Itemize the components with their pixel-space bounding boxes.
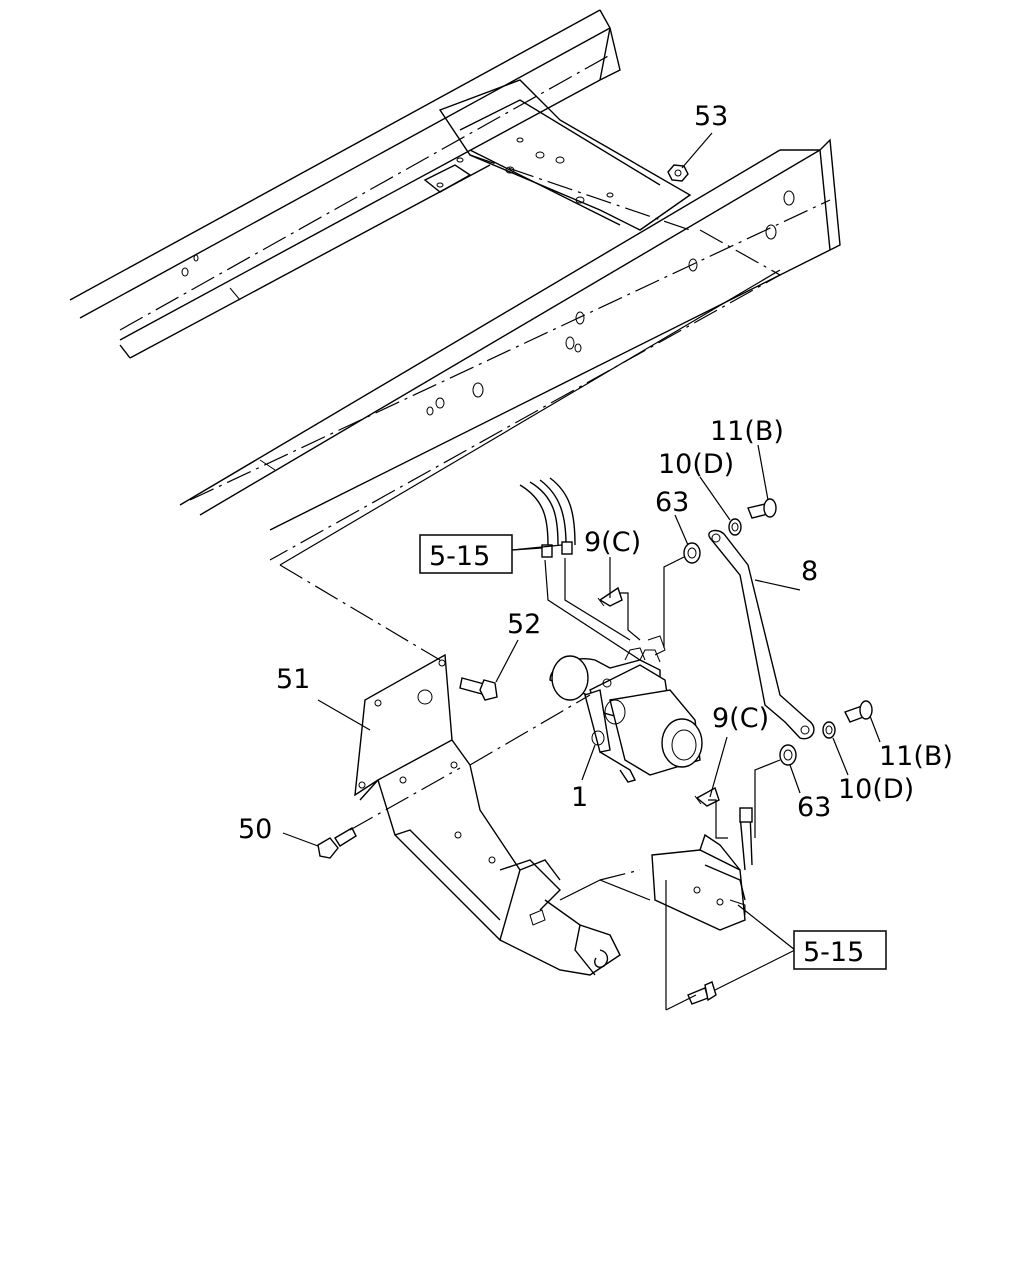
bolt-11b-bottom — [844, 700, 873, 723]
hoses-top — [519, 477, 576, 558]
nut-53 — [667, 164, 689, 182]
reference-label-bottom: 5-15 — [803, 937, 864, 968]
callout-50: 50 — [238, 814, 272, 845]
assembly-lines — [279, 269, 781, 1011]
callout-9c-top: 9(C) — [584, 527, 641, 558]
callout-10d-bottom: 10(D) — [838, 774, 914, 805]
callout-9c-bottom: 9(C) — [712, 703, 769, 734]
link-arm-8 — [708, 529, 815, 740]
reference-label-top: 5-15 — [429, 541, 490, 572]
washer-10d-top — [728, 518, 742, 536]
leader-lines — [282, 132, 881, 991]
callout-52: 52 — [507, 609, 541, 640]
callout-63-bottom: 63 — [797, 792, 831, 823]
callout-1: 1 — [571, 782, 588, 813]
bushing-63-bottom — [779, 744, 797, 766]
bolt-52 — [459, 677, 498, 701]
bolt-5-15-bottom — [687, 981, 717, 1005]
chassis-frame — [69, 9, 841, 561]
bracket-51 — [354, 653, 621, 976]
bolt-11b-top — [747, 498, 777, 519]
callout-labels: 53 11(B) 10(D) 63 9(C) 8 52 51 1 9(C) 11… — [238, 101, 953, 845]
reference-box-bottom: 5-15 — [793, 930, 887, 970]
pump-motor-1 — [549, 635, 703, 783]
callout-10d-top: 10(D) — [658, 449, 734, 480]
valve-assembly-lower — [651, 807, 753, 931]
callout-11b-top: 11(B) — [710, 416, 784, 447]
callout-53: 53 — [694, 101, 728, 132]
bushing-63-top — [683, 542, 701, 564]
clip-9c-top — [597, 586, 623, 607]
callout-51: 51 — [276, 664, 310, 695]
callout-11b-bottom: 11(B) — [879, 741, 953, 772]
callout-63-top: 63 — [655, 487, 689, 518]
clip-9c-bottom — [694, 786, 720, 807]
washer-10d-bottom — [822, 721, 836, 739]
bolt-50 — [317, 827, 357, 859]
reference-box-top: 5-15 — [419, 534, 513, 574]
callout-8: 8 — [801, 556, 818, 587]
